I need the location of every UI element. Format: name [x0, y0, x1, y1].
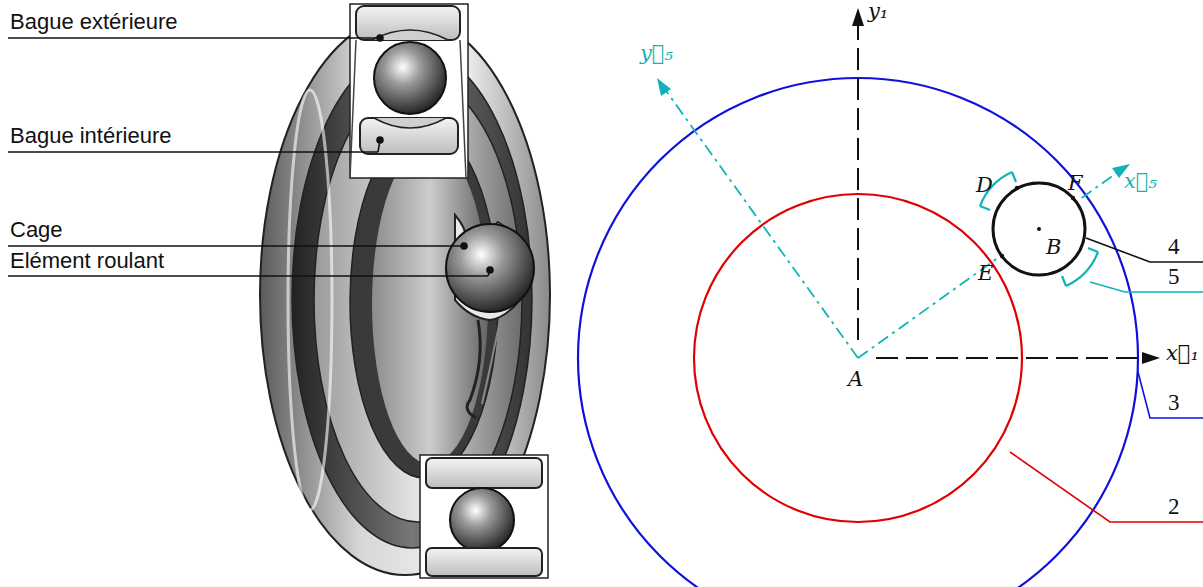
point-label: A: [848, 368, 863, 391]
part-name: Cage: [10, 218, 63, 242]
leader-lines: [8, 35, 493, 276]
callout-number: 5: [1168, 264, 1180, 289]
part-name: Elément roulant: [10, 249, 164, 273]
callout-number: 3: [1168, 390, 1180, 415]
axis-label: y₁: [868, 0, 888, 23]
callout-number: 2: [1168, 494, 1180, 519]
point-label: E: [978, 262, 993, 285]
axis-label: y⃗₅: [640, 42, 673, 65]
axis-label: x⃗₅: [1124, 170, 1157, 193]
part-name: Bague extérieure: [10, 10, 178, 34]
point-label: B: [1046, 236, 1061, 259]
callout-number: 4: [1168, 234, 1180, 259]
kinematic-diagram: [578, 8, 1203, 587]
axis-label: x⃗₁: [1166, 342, 1199, 365]
bearing-drawing: [260, 4, 550, 578]
part-name: Bague intérieure: [10, 124, 171, 148]
point-label: F: [1068, 172, 1083, 195]
point-label: D: [976, 174, 993, 197]
